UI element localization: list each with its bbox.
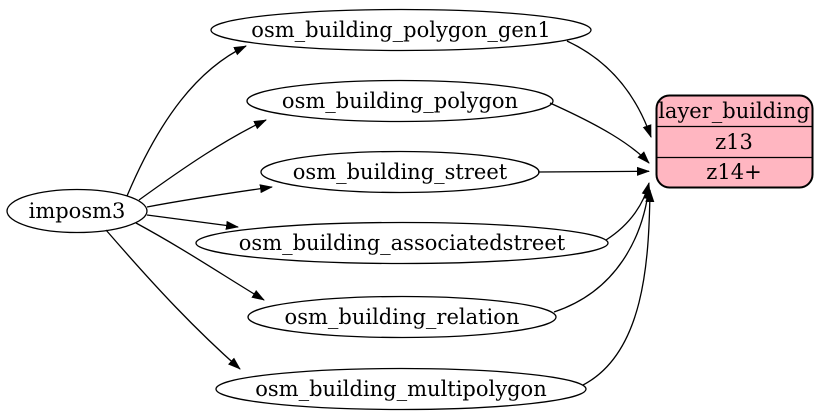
edge-imposm3-osm_building_multipolygon <box>105 229 241 370</box>
edge-osm_building_multipolygon-z14plus <box>582 189 655 386</box>
layer_building-box <box>655 94 814 189</box>
osm_building_multipolygon-ellipse <box>215 367 587 411</box>
node-osm_building_street: osm_building_street <box>260 150 540 194</box>
node-osm_building_polygon_gen1: osm_building_polygon_gen1 <box>210 8 592 52</box>
edge-osm_building_polygon-z14plus <box>549 102 650 164</box>
node-osm_building_associatedstreet: osm_building_associatedstreet <box>195 221 609 265</box>
edge-imposm3-osm_building_street <box>146 184 273 208</box>
imposm3-label: imposm3 <box>29 199 126 223</box>
edge-osm_building_relation-z14plus <box>553 186 653 313</box>
layer_building-row-z13: z13 <box>715 130 753 154</box>
node-osm_building_polygon: osm_building_polygon <box>246 79 554 123</box>
imposm3-ellipse <box>6 188 148 234</box>
osm_building_associatedstreet-label: osm_building_associatedstreet <box>239 231 566 255</box>
osm_building_associatedstreet-ellipse <box>195 221 609 265</box>
edge-imposm3-osm_building_relation <box>135 222 265 301</box>
node-osm_building_multipolygon: osm_building_multipolygon <box>215 367 587 411</box>
edge-osm_building_street-z14plus <box>537 166 650 176</box>
edge-imposm3-osm_building_associatedstreet <box>146 214 239 230</box>
node-layer_building: layer_building z13 z14+ <box>655 94 814 189</box>
layer_building-row-z14plus: z14+ <box>706 160 761 184</box>
osm_building_relation-label: osm_building_relation <box>285 305 520 329</box>
osm_building_polygon_gen1-ellipse <box>210 8 592 52</box>
edges-to-layer_building <box>537 40 655 386</box>
osm_building_multipolygon-label: osm_building_multipolygon <box>255 377 546 401</box>
edge-osm_building_polygon_gen1-z13 <box>566 40 652 138</box>
layer_building-title: layer_building <box>658 99 810 123</box>
osm_building_street-label: osm_building_street <box>293 160 508 184</box>
edge-imposm3-osm_building_polygon_gen1 <box>126 45 247 197</box>
osm_building_polygon-label: osm_building_polygon <box>282 89 518 113</box>
osm_building_relation-ellipse <box>247 295 557 339</box>
edges-from-imposm3 <box>105 45 273 370</box>
edge-imposm3-osm_building_polygon <box>138 119 267 201</box>
node-osm_building_relation: osm_building_relation <box>247 295 557 339</box>
node-imposm3: imposm3 <box>6 188 148 234</box>
osm_building_polygon-ellipse <box>246 79 554 123</box>
osm_building_polygon_gen1-label: osm_building_polygon_gen1 <box>251 18 550 42</box>
